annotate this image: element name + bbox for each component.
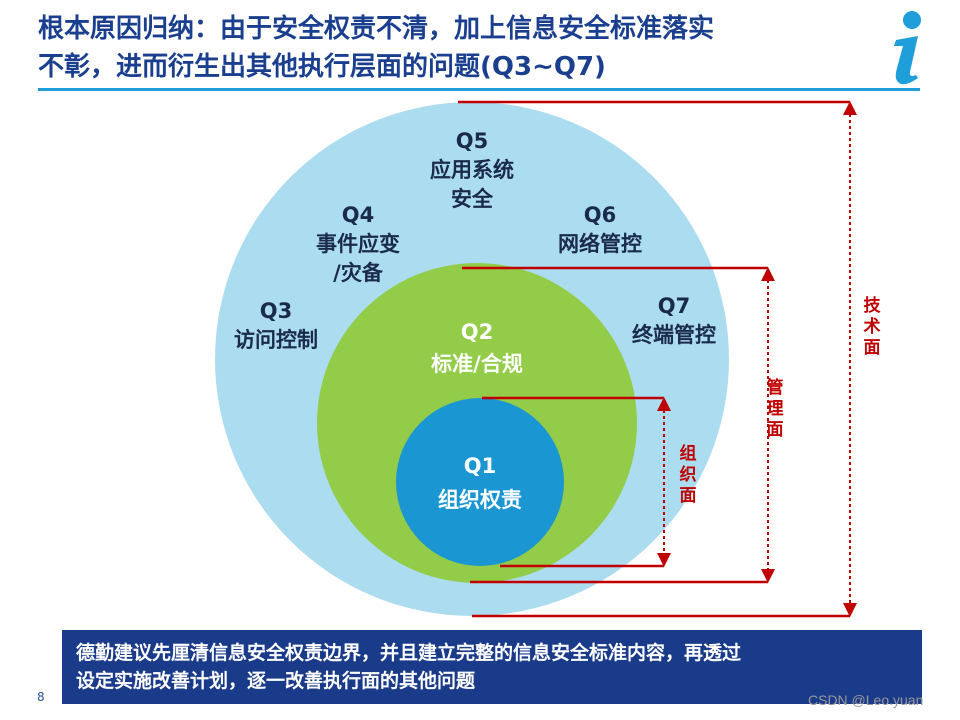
label-q3-code: Q3 (259, 299, 293, 323)
title-line-1: 根本原因归纳：由于安全权责不清，加上信息安全标准落实 (38, 14, 715, 44)
bracket-label-tech-char-3: 面 (863, 338, 881, 358)
label-q6: Q6 网络管控 (538, 201, 662, 259)
label-q4-text-2: /灾备 (333, 261, 383, 285)
label-q7: Q7 终端管控 (612, 292, 736, 350)
label-q6-text-1: 网络管控 (558, 232, 642, 256)
banner-line-2: 设定实施改善计划，逐一改善执行面的其他问题 (76, 670, 476, 692)
info-icon-dot (903, 11, 921, 29)
label-q2-code: Q2 (460, 320, 494, 344)
label-q5-code: Q5 (455, 129, 489, 153)
label-q7-text-1: 终端管控 (632, 323, 716, 347)
label-q6-code: Q6 (583, 203, 617, 227)
label-q1-text-1: 组织权责 (438, 488, 522, 512)
bracket-label-mgmt: 管 理 面 (764, 378, 786, 441)
label-q4-text-1: 事件应变 (316, 232, 400, 256)
info-icon (894, 11, 921, 85)
title-line-2: 不彰，进而衍生出其他执行层面的问题(Q3~Q7) (38, 52, 606, 82)
inner-circle-organization (396, 398, 564, 566)
bracket-label-org: 组 织 面 (677, 444, 699, 507)
label-q1: Q1 组织权责 (415, 449, 545, 517)
bracket-label-org-char-1: 组 (679, 444, 697, 464)
label-q1-code: Q1 (463, 454, 497, 478)
label-q4: Q4 事件应变 /灾备 (298, 201, 418, 288)
recommendation-banner: 德勤建议先厘清信息安全权责边界，并且建立完整的信息安全标准内容，再透过 设定实施… (62, 630, 922, 704)
label-q3-text-1: 访问控制 (234, 328, 318, 352)
label-q2: Q2 标准/合规 (412, 316, 542, 380)
bracket-label-mgmt-char-2: 理 (766, 399, 784, 419)
bracket-label-org-char-2: 织 (679, 465, 697, 485)
label-q5: Q5 应用系统 安全 (412, 127, 532, 214)
bracket-label-tech-char-1: 技 (863, 296, 881, 316)
bracket-label-tech: 技 术 面 (861, 296, 883, 359)
bracket-label-mgmt-char-1: 管 (766, 378, 784, 398)
label-q4-code: Q4 (341, 203, 375, 227)
label-q5-text-2: 安全 (451, 187, 493, 211)
page-number: 8 (37, 690, 45, 704)
info-icon-stem (894, 36, 918, 85)
label-q7-code: Q7 (657, 294, 691, 318)
bracket-label-tech-char-2: 术 (863, 317, 881, 337)
bracket-label-mgmt-char-3: 面 (766, 420, 784, 440)
label-q3: Q3 访问控制 (216, 297, 336, 355)
page-title: 根本原因归纳：由于安全权责不清，加上信息安全标准落实 不彰，进而衍生出其他执行层… (38, 10, 878, 86)
label-q2-text-1: 标准/合规 (431, 352, 523, 376)
banner-line-1: 德勤建议先厘清信息安全权责边界，并且建立完整的信息安全标准内容，再透过 (76, 642, 742, 664)
label-q5-text-1: 应用系统 (430, 158, 514, 182)
bracket-label-org-char-3: 面 (679, 486, 697, 506)
title-divider (38, 88, 920, 91)
watermark: CSDN @Leo.yuan (808, 692, 924, 708)
